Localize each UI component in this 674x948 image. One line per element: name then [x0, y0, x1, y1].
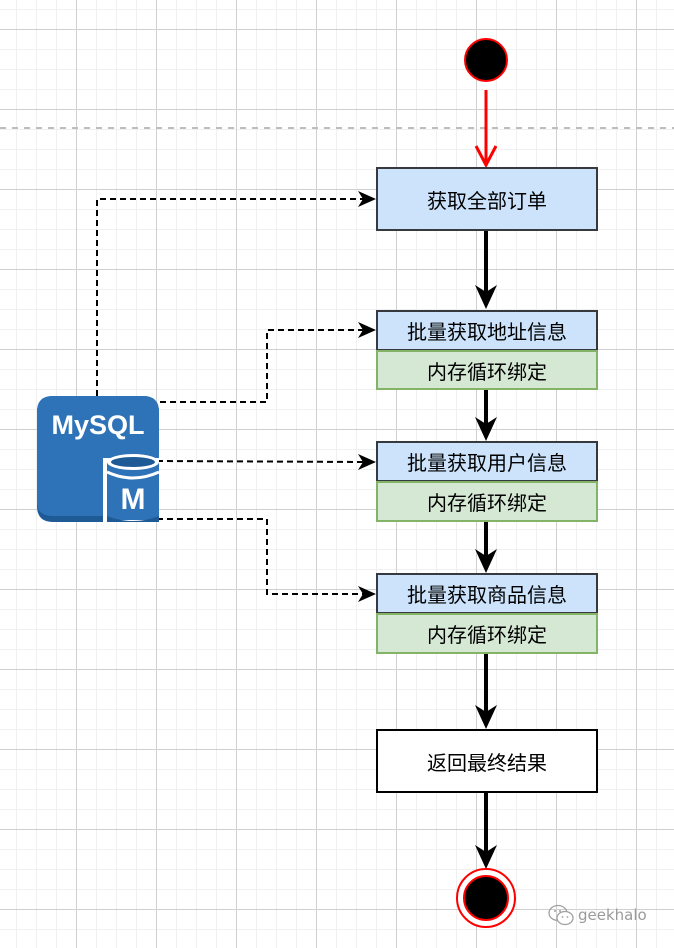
node-sub-label: 内存循环绑定 — [427, 359, 547, 384]
node-label: 批量获取地址信息 — [407, 320, 567, 344]
arrowhead-user — [358, 454, 376, 470]
edge-mysql-to-address — [150, 329, 365, 403]
wechat-icon — [548, 904, 574, 926]
edge-address-to-user — [475, 390, 497, 441]
node-get-all-orders[interactable]: 获取全部订单 — [376, 167, 598, 231]
mysql-label: MySQL — [51, 410, 144, 440]
node-sub-label: 内存循环绑定 — [427, 491, 547, 515]
end-node[interactable] — [456, 868, 516, 928]
mysql-badge: M — [121, 483, 146, 516]
node-label: 获取全部订单 — [427, 188, 547, 213]
node-batch-address-binding[interactable]: 内存循环绑定 — [376, 350, 598, 390]
arrowhead-orders — [358, 191, 376, 207]
node-batch-user-binding[interactable]: 内存循环绑定 — [376, 481, 598, 522]
watermark: geekhalo — [548, 904, 647, 926]
node-batch-address[interactable]: 批量获取地址信息 — [376, 310, 598, 351]
mysql-database[interactable]: MySQL M — [37, 396, 160, 522]
node-label: 返回最终结果 — [427, 750, 547, 775]
edge-start-to-orders — [474, 90, 498, 169]
edge-mysql-to-product — [157, 518, 365, 595]
edge-user-to-product — [475, 522, 497, 573]
arrowhead-address — [358, 322, 376, 338]
edge-product-to-result — [475, 654, 497, 729]
mysql-icon: MySQL M — [37, 396, 160, 522]
edge-result-to-end — [475, 793, 497, 869]
start-node[interactable] — [464, 38, 508, 82]
edge-orders-to-address — [475, 231, 497, 309]
edge-mysql-to-orders — [96, 198, 365, 396]
node-label: 批量获取商品信息 — [407, 583, 567, 607]
arrowhead-product — [358, 586, 376, 602]
node-label: 批量获取用户信息 — [407, 451, 567, 475]
edge-mysql-to-user — [156, 460, 366, 463]
watermark-text: geekhalo — [578, 906, 647, 924]
node-batch-user[interactable]: 批量获取用户信息 — [376, 441, 598, 482]
node-batch-product-binding[interactable]: 内存循环绑定 — [376, 613, 598, 654]
node-sub-label: 内存循环绑定 — [427, 623, 547, 647]
node-return-result[interactable]: 返回最终结果 — [376, 729, 598, 793]
node-batch-product[interactable]: 批量获取商品信息 — [376, 573, 598, 614]
